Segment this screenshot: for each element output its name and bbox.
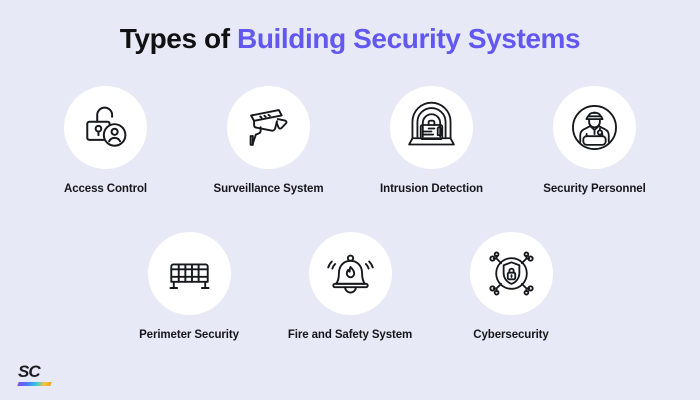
item-label: Surveillance System (213, 183, 324, 195)
icon-badge (308, 232, 392, 315)
page-title: Types of Building Security Systems (0, 22, 700, 56)
icon-badge (390, 86, 473, 169)
security-guard-icon (572, 105, 617, 150)
icon-badge (469, 232, 553, 315)
icon-badge (553, 86, 636, 169)
item-intrusion-detection[interactable]: Intrusion Detection (350, 86, 513, 195)
item-cybersecurity[interactable]: Cybersecurity (431, 232, 592, 341)
item-label: Fire and Safety System (287, 329, 413, 341)
item-label: Security Personnel (543, 183, 646, 195)
item-access-control[interactable]: Access Control (24, 86, 187, 195)
item-row-1: Access Control Surveillance System (0, 86, 700, 195)
open-padlock-user-icon (86, 106, 127, 147)
cctv-camera-icon (249, 109, 288, 146)
brand-logo[interactable]: SC (17, 362, 52, 386)
barrier-fence-icon (169, 263, 209, 289)
icon-badge (147, 232, 231, 315)
item-fire-and-safety-system[interactable]: Fire and Safety System (270, 232, 431, 341)
baggage-scanner-icon (408, 101, 455, 146)
item-row-2: Perimeter Security Fire and Safety Syste… (0, 232, 700, 341)
title-highlight: Building Security Systems (237, 23, 581, 54)
fire-alarm-bell-icon (326, 254, 374, 294)
title-lead: Types of (119, 23, 237, 54)
item-label: Cybersecurity (473, 329, 549, 341)
item-perimeter-security[interactable]: Perimeter Security (109, 232, 270, 341)
icon-badge (227, 86, 310, 169)
item-label: Access Control (64, 183, 147, 195)
item-surveillance-system[interactable]: Surveillance System (187, 86, 350, 195)
shield-lock-circuit-icon (488, 251, 534, 296)
item-security-personnel[interactable]: Security Personnel (513, 86, 676, 195)
item-label: Intrusion Detection (380, 183, 483, 195)
logo-text: SC (18, 362, 41, 381)
item-label: Perimeter Security (139, 329, 239, 341)
icon-badge (64, 86, 147, 169)
logo-gradient-bar (17, 382, 52, 386)
